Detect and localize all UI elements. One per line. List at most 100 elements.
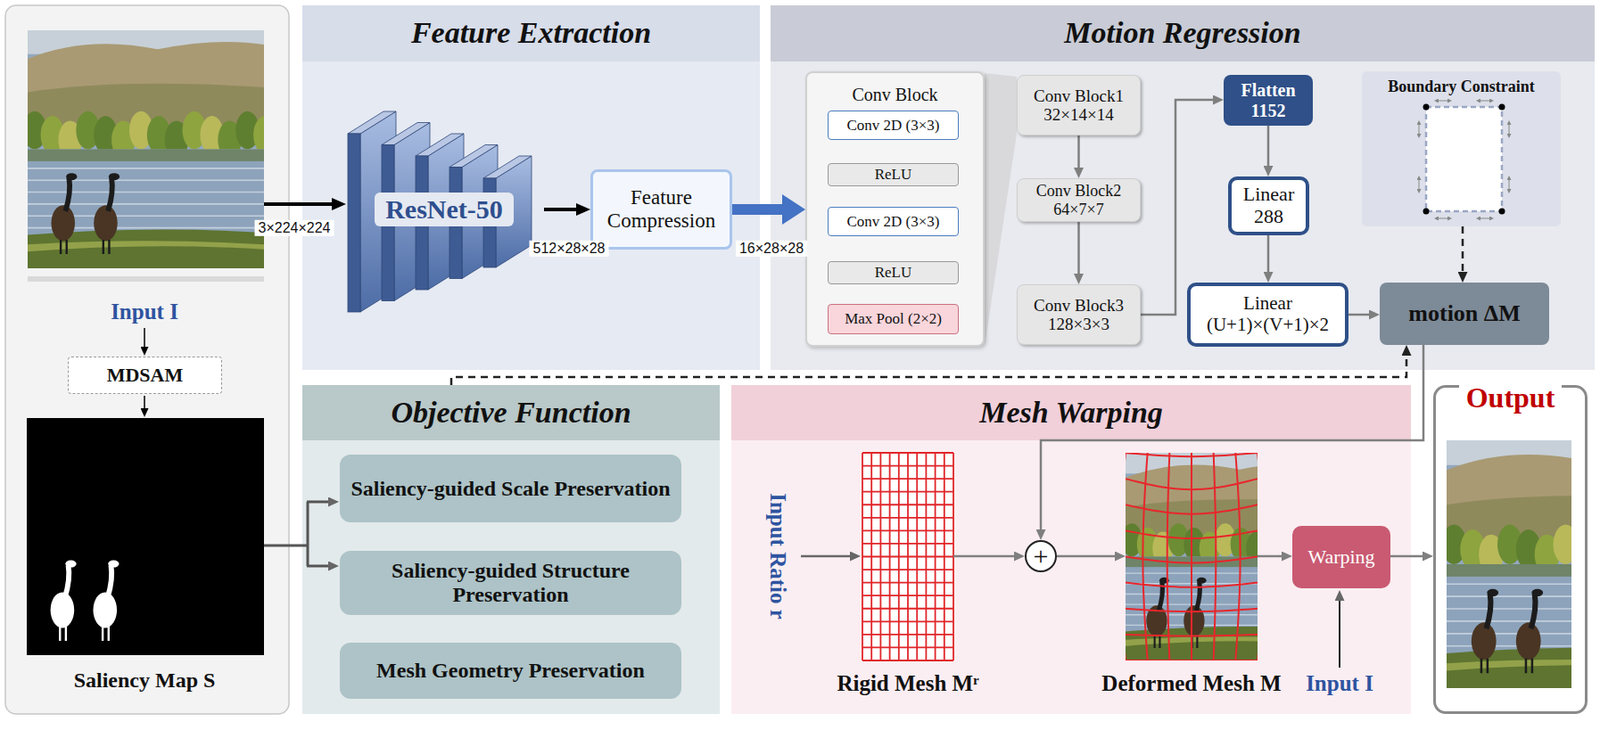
text-holder: motion ΔM bbox=[1379, 282, 1550, 346]
connector-arrow bbox=[1348, 313, 1370, 317]
label-holder: Input I bbox=[110, 299, 179, 326]
goose-body bbox=[92, 593, 117, 629]
layer-box: Flatten1152 bbox=[1223, 74, 1313, 126]
layout-arrow bbox=[1509, 180, 1510, 190]
stage-panel: Mesh WarpingRigid Mesh Mʳ + Deformed Mesh … bbox=[731, 385, 1411, 715]
text-holder: Linear(U+1)×(V+1)×2 bbox=[1190, 286, 1345, 344]
node-text: 1152 bbox=[1251, 100, 1287, 121]
mesh-line bbox=[862, 543, 954, 545]
photo-ground bbox=[27, 30, 264, 269]
text-holder: Conv Block132×14×14 bbox=[1017, 75, 1140, 135]
layout-arrow bbox=[263, 202, 332, 207]
panel-ground bbox=[302, 385, 720, 715]
ripple bbox=[1446, 595, 1600, 598]
goose-neck bbox=[65, 178, 70, 212]
corner-dot bbox=[1499, 208, 1506, 215]
text-holder: Boundary Constraint bbox=[1361, 73, 1561, 100]
connector-arrow bbox=[1390, 555, 1423, 559]
mesh-line bbox=[1213, 453, 1217, 661]
node-text: 64×7×7 bbox=[1053, 200, 1104, 219]
slab-top bbox=[449, 145, 498, 168]
corner-dot bbox=[1499, 104, 1506, 111]
node-text: Flatten bbox=[1240, 80, 1295, 100]
divider-bar bbox=[27, 276, 264, 282]
goose-legs bbox=[1481, 659, 1488, 675]
connector-arrow bbox=[451, 355, 1407, 386]
model-box: MDSAM bbox=[67, 356, 223, 395]
loss-box: Mesh Geometry Preservation bbox=[339, 643, 682, 700]
panel-ground bbox=[302, 5, 760, 371]
mesh-line bbox=[1235, 453, 1240, 661]
mesh-line bbox=[862, 608, 954, 611]
text-holder: Objective Function bbox=[302, 385, 720, 441]
photo bbox=[23, 30, 278, 269]
goose-legs bbox=[60, 239, 67, 255]
goose-neck bbox=[65, 565, 70, 599]
process-box: Feature Compression bbox=[590, 169, 733, 250]
constraint-box: Boundary Constraint bbox=[1361, 71, 1561, 227]
goose-neck bbox=[1485, 593, 1491, 629]
label-holder: 3×224×224 bbox=[255, 220, 335, 237]
layout-arrow bbox=[1418, 124, 1420, 134]
goose-body bbox=[1471, 622, 1497, 660]
rigid-mesh bbox=[862, 453, 954, 661]
mesh-line bbox=[862, 503, 954, 506]
node-text: Conv 2D (3×3) bbox=[846, 213, 940, 231]
mesh-line bbox=[862, 582, 954, 585]
label-text: 512×28×28 bbox=[529, 240, 610, 257]
goose-neck bbox=[1531, 593, 1536, 629]
text-holder: Linear288 bbox=[1231, 180, 1306, 232]
text-holder: MDSAM bbox=[68, 357, 222, 394]
node-text: Linear bbox=[1243, 183, 1295, 207]
text-holder: + bbox=[1026, 542, 1056, 571]
goose-legs bbox=[103, 239, 110, 255]
node-text: Conv Block1 bbox=[1033, 86, 1124, 106]
stage-panel: Motion RegressionConv BlockConv 2D (3×3)… bbox=[770, 5, 1595, 371]
op-box: Conv 2D (3×3) bbox=[827, 110, 959, 141]
node-text: 128×3×3 bbox=[1047, 314, 1110, 334]
text-holder: Feature Extraction bbox=[302, 5, 760, 62]
zoom-fan bbox=[984, 73, 1017, 347]
mesh-ground bbox=[862, 453, 954, 661]
label-text: 3×224×224 bbox=[255, 220, 335, 237]
mesh-line bbox=[1142, 453, 1147, 661]
mesh-line bbox=[862, 620, 954, 623]
layout-arrow bbox=[143, 395, 146, 409]
mesh-line bbox=[862, 634, 954, 636]
node-text: 32×14×14 bbox=[1043, 105, 1114, 124]
mesh-line bbox=[862, 452, 954, 454]
text-holder: Conv 2D (3×3) bbox=[828, 111, 958, 140]
layout-arrow bbox=[1438, 218, 1448, 220]
layout-arrow bbox=[800, 555, 850, 559]
connector-arrow bbox=[544, 207, 577, 212]
grass-light bbox=[1125, 636, 1334, 646]
photo-ground bbox=[1446, 440, 1600, 689]
text-holder: Saliency-guided Structure Preservation bbox=[339, 551, 682, 616]
text-holder: Mesh Warping bbox=[731, 385, 1411, 441]
photo bbox=[1441, 440, 1600, 689]
text-holder: Flatten1152 bbox=[1223, 74, 1313, 126]
constraint-ground bbox=[1361, 71, 1561, 227]
ripple bbox=[27, 191, 264, 194]
connector-arrow bbox=[1267, 235, 1271, 273]
goose-head bbox=[65, 560, 76, 569]
layer-box: Conv Block264×7×7 bbox=[1016, 178, 1141, 223]
branch-line bbox=[263, 502, 308, 567]
ripple bbox=[1446, 620, 1600, 623]
deformed-mesh bbox=[1118, 453, 1265, 661]
slab-top bbox=[415, 133, 464, 157]
text-holder: Conv Block bbox=[807, 82, 983, 108]
goose-head bbox=[1196, 577, 1207, 585]
text-holder: Rigid Mesh Mʳ bbox=[791, 668, 1025, 701]
text-holder: Deformed Mesh M bbox=[1054, 668, 1329, 701]
input-panel bbox=[5, 5, 289, 715]
layout-arrow bbox=[1480, 218, 1490, 220]
layout-arrow bbox=[1418, 180, 1420, 190]
goose-body bbox=[50, 593, 75, 629]
text-holder: Warping bbox=[1292, 526, 1391, 589]
output-box: motion ΔM bbox=[1379, 282, 1550, 346]
loss-box: Saliency-guided Scale Preservation bbox=[339, 454, 682, 523]
node-text: Boundary Constraint bbox=[1387, 77, 1535, 96]
